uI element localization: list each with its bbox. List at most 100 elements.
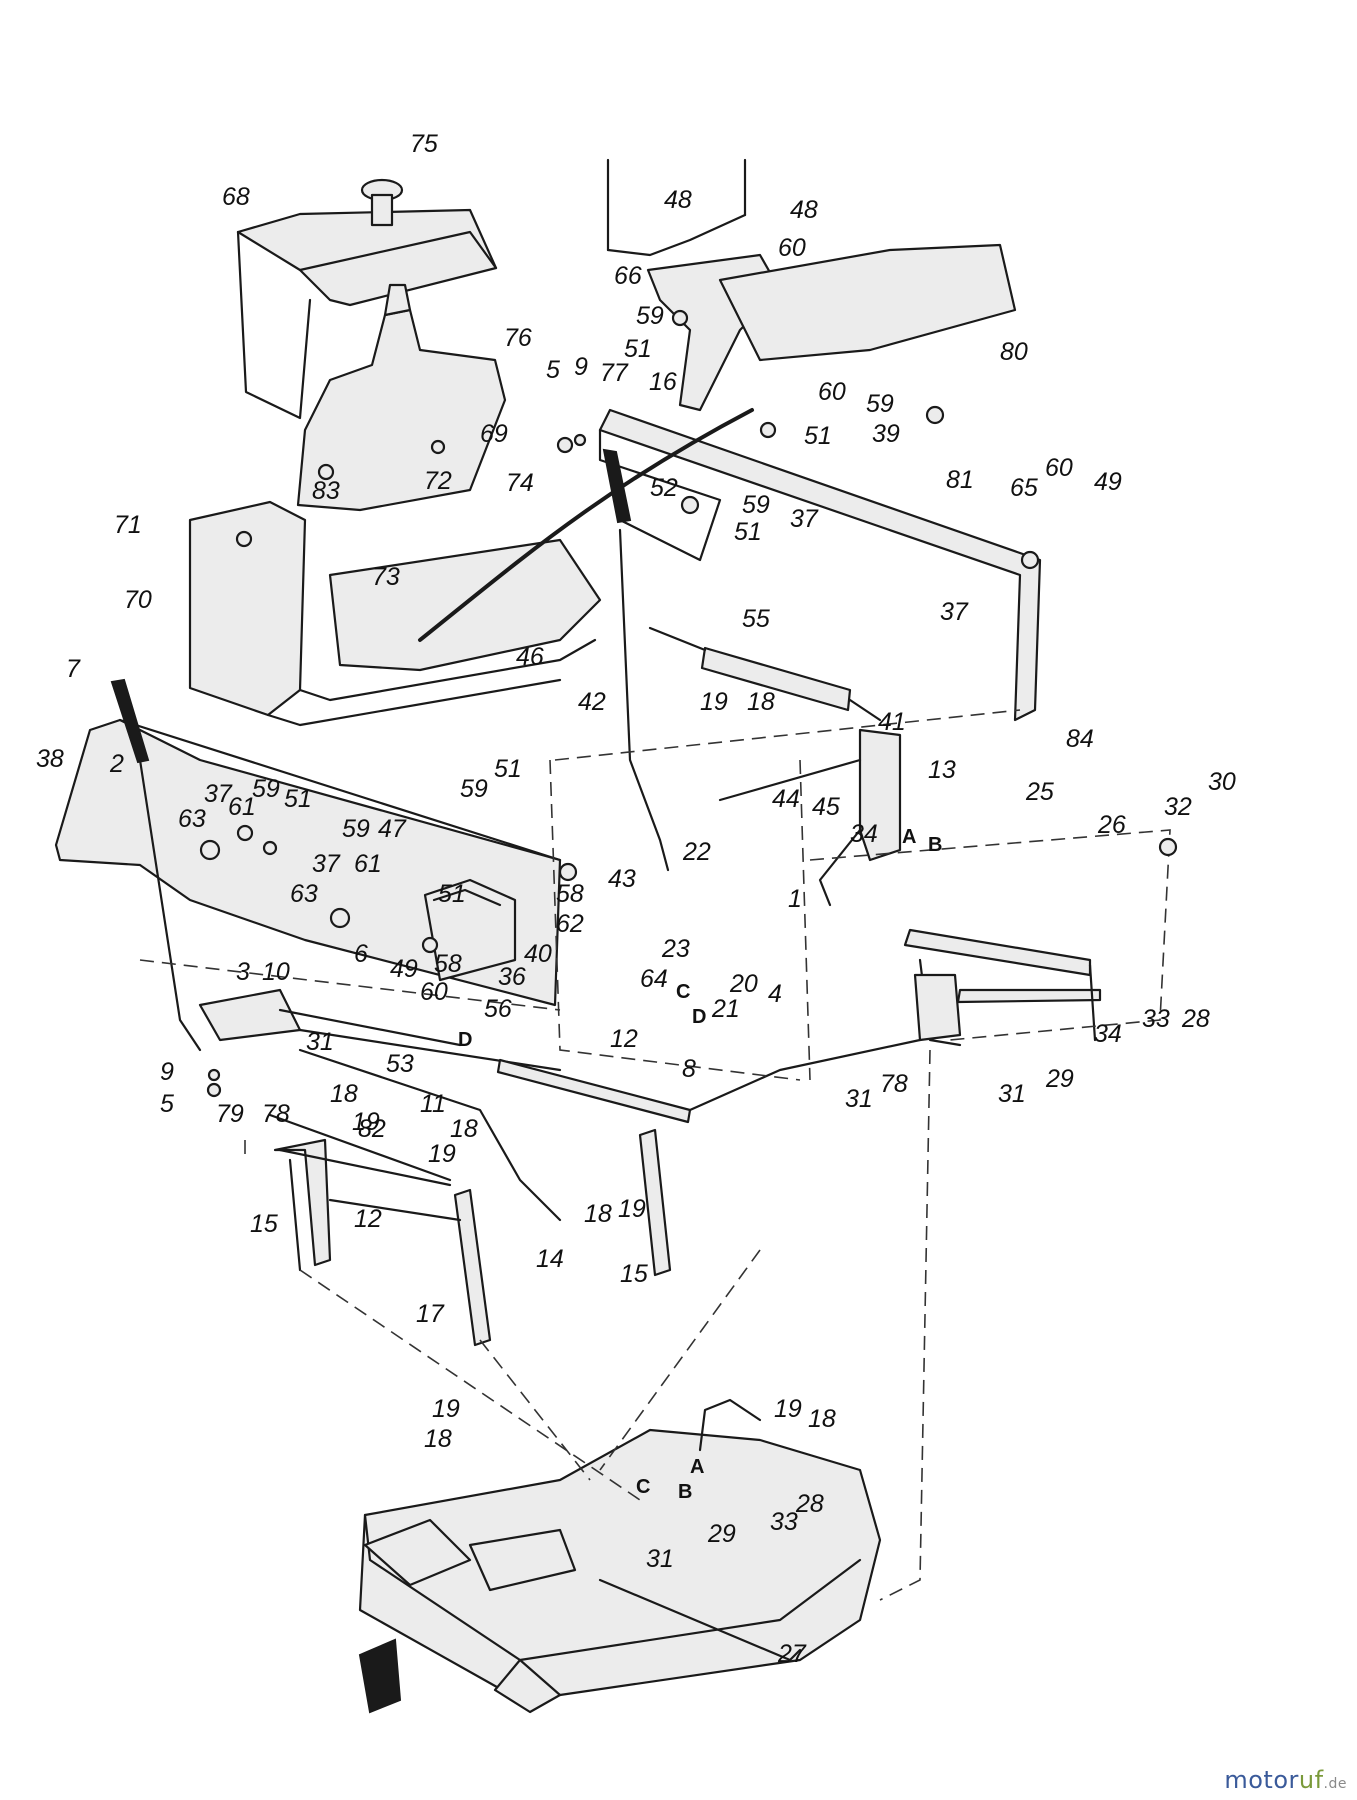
callout-37: 37 xyxy=(204,780,232,808)
lift-shafts xyxy=(903,928,1102,1047)
callout-70: 70 xyxy=(124,586,152,614)
callout-61: 61 xyxy=(228,793,256,821)
callout-19: 19 xyxy=(700,688,728,716)
callout-51: 51 xyxy=(624,335,652,363)
callout-72: 72 xyxy=(424,467,452,495)
control-rod xyxy=(618,528,670,872)
callout-51: 51 xyxy=(284,785,312,813)
hanger-arms xyxy=(273,1128,672,1347)
callout-34: 34 xyxy=(1094,1020,1122,1048)
callout-69: 69 xyxy=(480,420,508,448)
callout-20: 20 xyxy=(730,970,758,998)
callout-40: 40 xyxy=(524,940,552,968)
callout-63: 63 xyxy=(178,805,206,833)
callout-A: A xyxy=(690,1456,705,1478)
callout-52: 52 xyxy=(650,474,678,502)
callout-16: 16 xyxy=(649,368,677,396)
callout-11: 11 xyxy=(420,1090,446,1118)
callout-37: 37 xyxy=(790,505,818,533)
callout-68: 68 xyxy=(222,183,250,211)
callout-60: 60 xyxy=(818,378,846,406)
callout-83: 83 xyxy=(312,477,340,505)
callout-C: C xyxy=(676,981,691,1003)
callout-19: 19 xyxy=(618,1195,646,1223)
callout-5: 5 xyxy=(160,1090,174,1118)
callout-82: 82 xyxy=(358,1115,386,1143)
callout-74: 74 xyxy=(506,469,534,497)
callout-78: 78 xyxy=(262,1100,290,1128)
callout-19: 19 xyxy=(428,1140,456,1168)
watermark-part-1: motor xyxy=(1224,1766,1299,1794)
callout-18: 18 xyxy=(584,1200,612,1228)
callout-45: 45 xyxy=(812,793,840,821)
callout-56: 56 xyxy=(484,995,512,1023)
callout-B: B xyxy=(678,1481,693,1503)
callout-18: 18 xyxy=(330,1080,358,1108)
callout-61: 61 xyxy=(354,850,382,878)
callout-13: 13 xyxy=(928,756,956,784)
callout-48: 48 xyxy=(790,196,818,224)
callout-18: 18 xyxy=(450,1115,478,1143)
callout-55: 55 xyxy=(742,605,770,633)
callout-C: C xyxy=(636,1476,651,1498)
callout-41: 41 xyxy=(878,708,906,736)
callout-19: 19 xyxy=(774,1395,802,1423)
callout-51: 51 xyxy=(494,755,522,783)
callout-28: 28 xyxy=(796,1490,824,1518)
callout-D: D xyxy=(458,1029,473,1051)
callout-18: 18 xyxy=(747,688,775,716)
callout-49: 49 xyxy=(390,955,418,983)
callout-59: 59 xyxy=(636,302,664,330)
callout-80: 80 xyxy=(1000,338,1028,366)
callout-21: 21 xyxy=(712,995,740,1023)
phantom-outlines xyxy=(139,709,1171,1601)
callout-79: 79 xyxy=(216,1100,244,1128)
callout-59: 59 xyxy=(252,775,280,803)
dashboard xyxy=(54,718,562,1007)
callout-75: 75 xyxy=(410,130,438,158)
callout-60: 60 xyxy=(778,234,806,262)
callout-19: 19 xyxy=(352,1108,380,1136)
callout-33: 33 xyxy=(1142,1005,1170,1033)
callout-12: 12 xyxy=(354,1205,382,1233)
callout-37: 37 xyxy=(940,598,968,626)
callout-D: D xyxy=(692,1006,707,1028)
fuel-cap xyxy=(360,178,404,227)
callout-32: 32 xyxy=(1164,793,1192,821)
callout-18: 18 xyxy=(808,1405,836,1433)
callout-25: 25 xyxy=(1026,778,1054,806)
callout-46: 46 xyxy=(516,643,544,671)
callout-15: 15 xyxy=(620,1260,648,1288)
callout-42: 42 xyxy=(578,688,606,716)
callout-53: 53 xyxy=(386,1050,414,1078)
callout-37: 37 xyxy=(312,850,340,878)
callout-31: 31 xyxy=(646,1545,674,1573)
callout-47: 47 xyxy=(378,815,406,843)
callout-23: 23 xyxy=(662,935,690,963)
callout-27: 27 xyxy=(778,1640,806,1668)
callout-17: 17 xyxy=(416,1300,444,1328)
callout-A: A xyxy=(902,826,917,848)
callout-22: 22 xyxy=(683,838,711,866)
callout-12: 12 xyxy=(610,1025,638,1053)
callout-62: 62 xyxy=(556,910,584,938)
fuel-tank xyxy=(296,283,507,512)
callout-34: 34 xyxy=(850,820,878,848)
callout-59: 59 xyxy=(742,491,770,519)
callout-5: 5 xyxy=(546,356,560,384)
callout-84: 84 xyxy=(1066,725,1094,753)
callout-51: 51 xyxy=(804,422,832,450)
callout-28: 28 xyxy=(1182,1005,1210,1033)
callout-33: 33 xyxy=(770,1508,798,1536)
callout-2: 2 xyxy=(110,750,124,778)
callout-9: 9 xyxy=(160,1058,174,1086)
callout-59: 59 xyxy=(342,815,370,843)
callout-6: 6 xyxy=(354,940,368,968)
callout-59: 59 xyxy=(460,775,488,803)
callout-7: 7 xyxy=(66,655,80,683)
control-cable xyxy=(418,408,754,642)
callout-15: 15 xyxy=(250,1210,278,1238)
callout-19: 19 xyxy=(432,1395,460,1423)
callout-39: 39 xyxy=(872,420,900,448)
